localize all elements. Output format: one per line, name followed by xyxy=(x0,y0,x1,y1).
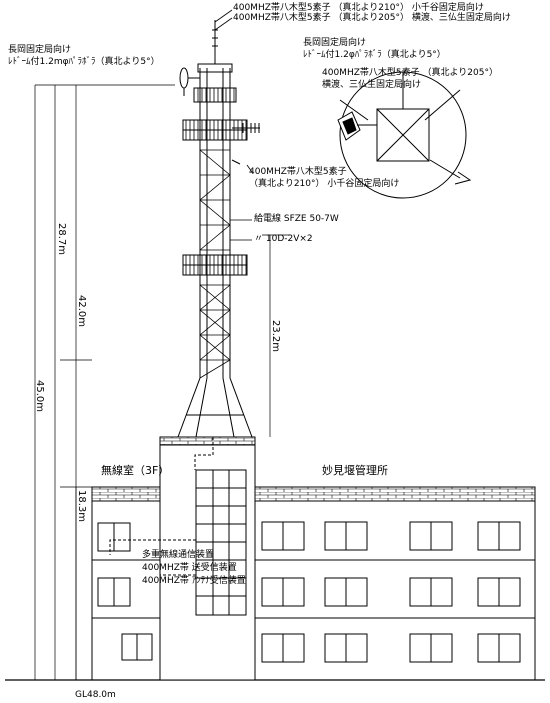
label-ojiya-2: （真北より210°） 小千谷固定局向け xyxy=(249,179,400,189)
plan-view-inset xyxy=(337,71,472,199)
label-nagaoka-left-2: ﾚﾄﾞｰﾑ付1.2mφﾊﾟﾗﾎﾞﾗ（真北より5°） xyxy=(8,57,160,67)
label-building-name: 妙見堰管理所 xyxy=(322,464,388,477)
dimension-18-3: 18.3m xyxy=(76,490,87,523)
label-feeder-1: 給電線 SFZE 50-7W xyxy=(254,214,339,224)
dimension-lines xyxy=(34,85,290,680)
tower xyxy=(177,20,260,438)
label-top-antenna-1: 400MHZ帯八木型5素子 （真北より210°） 小千谷固定局向け xyxy=(233,3,484,13)
label-ojiya-1: 400MHZ帯八木型5素子 xyxy=(249,167,347,177)
dimension-23-2: 23.2m xyxy=(270,320,281,353)
right-windows xyxy=(261,521,521,663)
parabola-antenna-left xyxy=(179,67,200,96)
label-equip-2: 400MHZ帯 送受信装置 xyxy=(142,563,237,573)
plan-parabola xyxy=(337,111,377,141)
label-radio-room: 無線室（3F） xyxy=(101,464,170,477)
building xyxy=(91,436,536,681)
building-body xyxy=(91,500,536,681)
label-feeder-2: 〃 10D-2V×2 xyxy=(254,234,313,244)
label-nagaoka-right-2: ﾚﾄﾞｰﾑ付1.2φﾊﾟﾗﾎﾞﾗ（真北より5°） xyxy=(303,50,446,60)
label-nagaoka-left-1: 長岡固定局向け xyxy=(8,45,72,55)
yagi-antenna-right xyxy=(232,123,260,133)
tower-top xyxy=(197,63,233,73)
label-equip-3: 400MHZ帯 ｱﾝﾃﾅ受信装置 xyxy=(142,576,246,586)
label-ground: GL48.0m xyxy=(75,690,116,700)
dimension-42-0: 42.0m xyxy=(76,295,87,328)
label-yokowatari-1: 400MHZ帯八木型5素子 （真北より205°） xyxy=(322,68,498,78)
dimension-28-7: 28.7m xyxy=(56,223,67,256)
label-yokowatari-2: 横渡、三仏生固定局向け xyxy=(322,80,422,90)
building-parapet xyxy=(91,486,536,502)
label-equip-1: 多重無線通信装置 xyxy=(142,550,215,560)
dimension-total: 45.0m xyxy=(34,380,45,413)
label-top-antenna-2: 400MHZ帯八木型5素子 （真北より205°） 横渡、三仏生固定局向け xyxy=(233,13,511,23)
label-nagaoka-right-1: 長岡固定局向け xyxy=(303,38,367,48)
